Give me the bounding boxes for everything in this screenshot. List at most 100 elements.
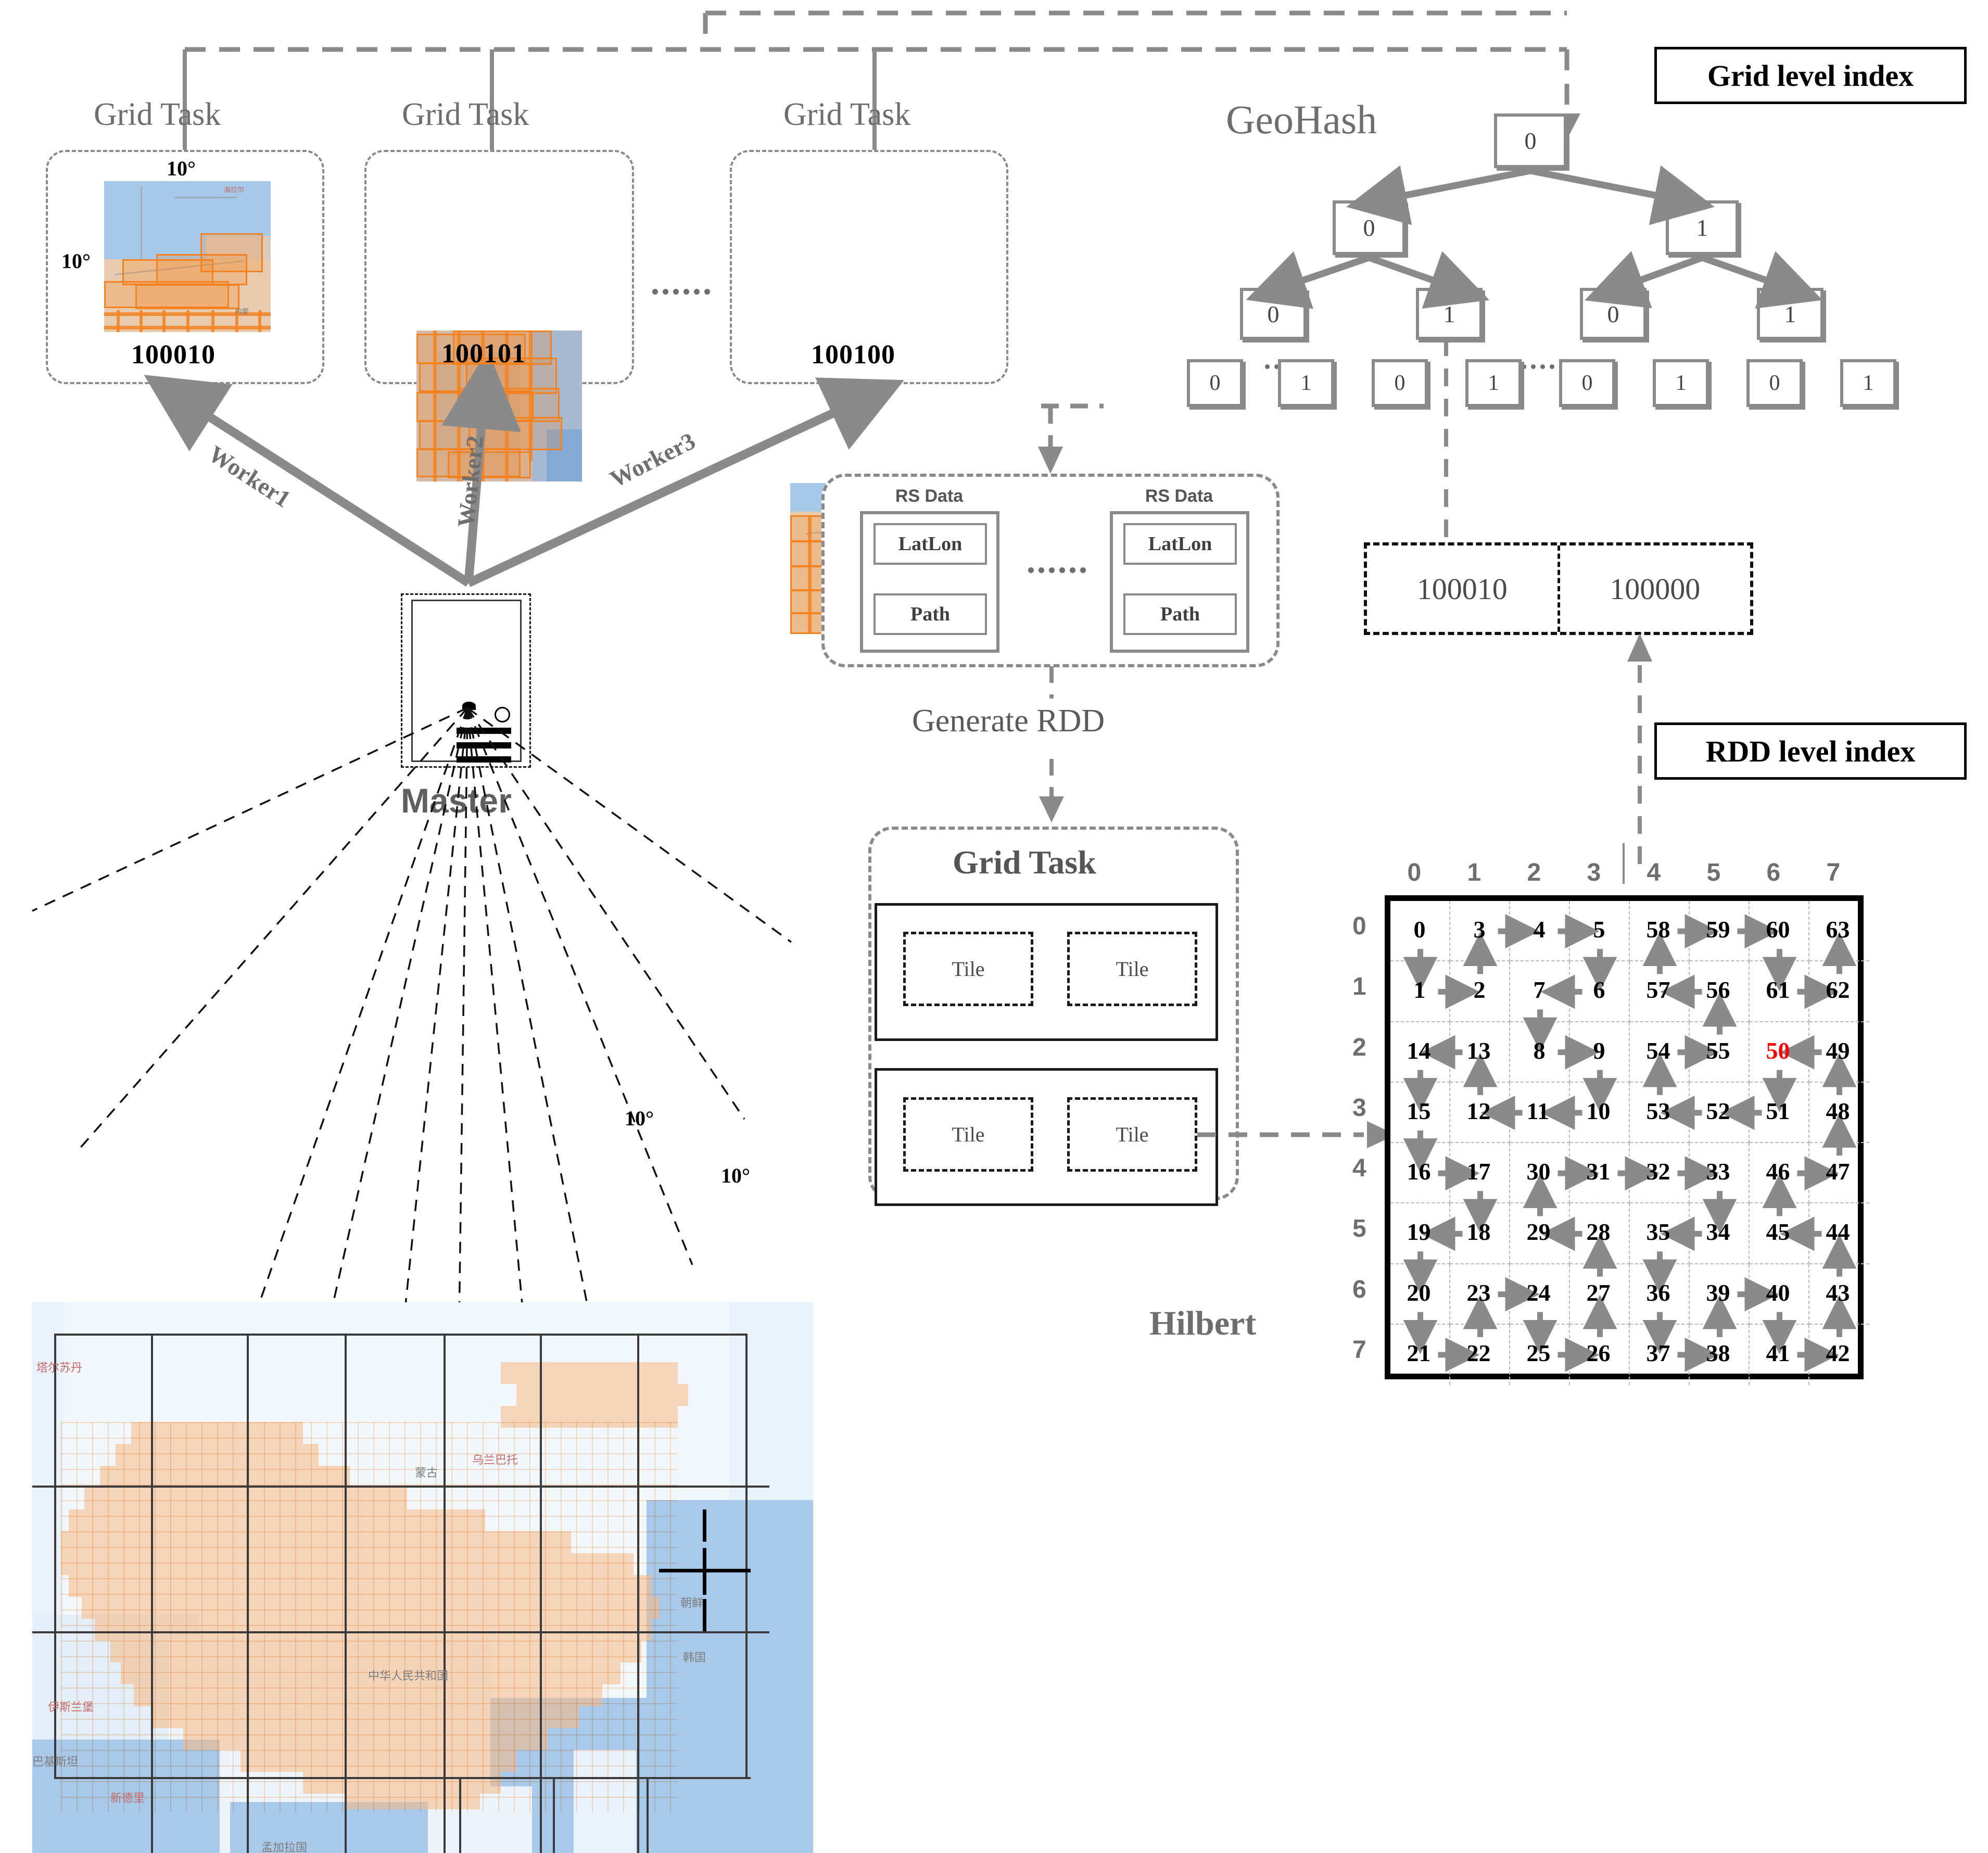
bit-3[interactable]: 1 (1465, 359, 1522, 407)
hilbert-cell[interactable] (1690, 1203, 1750, 1264)
hilbert-cell-value: 31 (1586, 1158, 1611, 1185)
map-scale-vertical-tick-2 (703, 1599, 706, 1631)
rs-data-path-left[interactable]: Path (873, 593, 987, 635)
map-place-label: 蒙古 (415, 1466, 438, 1479)
hilbert-cell[interactable] (1690, 1022, 1750, 1083)
map-place-label: 乌兰巴托 (472, 1453, 518, 1466)
map-place-label: 韩国 (683, 1651, 706, 1664)
bottom-grid-task-title: Grid Task (953, 844, 1096, 881)
map-deg-vertical: 10° (721, 1164, 750, 1187)
hilbert-cell-value: 7 (1533, 976, 1546, 1004)
geohash-node-l2-1[interactable]: 1 (1666, 200, 1739, 255)
hilbert-cell-value: 25 (1526, 1339, 1551, 1366)
hilbert-cell[interactable] (1450, 1203, 1510, 1264)
hilbert-col-header: 4 (1647, 859, 1661, 886)
hilbert-cell-value: 57 (1646, 976, 1670, 1004)
hilbert-cell[interactable] (1570, 961, 1630, 1022)
hilbert-cell[interactable] (1750, 1082, 1809, 1143)
hilbert-cell[interactable] (1809, 961, 1869, 1022)
grid-level-index-box: Grid level index (1654, 47, 1967, 104)
hilbert-cell-value: 27 (1586, 1279, 1611, 1306)
hilbert-cell-value: 19 (1407, 1219, 1431, 1246)
hilbert-cell-value: 26 (1586, 1339, 1611, 1366)
geohash-node-l3-3[interactable]: 1 (1757, 288, 1824, 340)
hilbert-col-header: 3 (1587, 859, 1601, 886)
hilbert-cell-value: 60 (1766, 916, 1790, 943)
geohash-node-l3-0[interactable]: 0 (1240, 288, 1307, 340)
tile-2-2[interactable]: Tile (1067, 1097, 1197, 1172)
map-place-label: 孟加拉国 (261, 1841, 308, 1853)
tile-2-1[interactable]: Tile (903, 1097, 1033, 1172)
hilbert-cell[interactable] (1450, 1324, 1510, 1385)
hilbert-cell-value: 11 (1526, 1097, 1549, 1124)
geohash-node-l3-2[interactable]: 0 (1580, 288, 1647, 340)
hilbert-cell-value: 22 (1466, 1339, 1491, 1366)
hilbert-row-header: 7 (1352, 1336, 1366, 1364)
hilbert-cell-value: 16 (1407, 1158, 1431, 1185)
hilbert-cell-value: 3 (1473, 916, 1486, 943)
grid-task-1-title: Grid Task (94, 97, 221, 132)
geohash-node-l2-0[interactable]: 0 (1333, 200, 1405, 255)
hilbert-cell[interactable] (1450, 961, 1510, 1022)
grid-task-1-deg-left: 10° (61, 249, 91, 273)
bit-6[interactable]: 0 (1746, 359, 1803, 407)
hilbert-cell-value: 20 (1407, 1279, 1431, 1306)
hilbert-cell[interactable] (1570, 1082, 1630, 1143)
hilbert-row-header: 5 (1352, 1215, 1366, 1243)
hilbert-cell-value: 62 (1826, 976, 1850, 1004)
hilbert-cell-value: 44 (1826, 1219, 1850, 1246)
master-label: Master (401, 781, 512, 820)
hilbert-cell-value: 8 (1533, 1037, 1546, 1064)
hilbert-cell-value: 61 (1766, 976, 1790, 1004)
rdd-level-index-box: RDD level index (1654, 722, 1967, 780)
rs-data-path-right[interactable]: Path (1123, 593, 1237, 635)
hilbert-row-header: 2 (1352, 1033, 1366, 1061)
bit-5[interactable]: 1 (1653, 359, 1709, 407)
hilbert-cell-value: 17 (1466, 1158, 1491, 1185)
bit-1[interactable]: 1 (1278, 359, 1334, 407)
bit-2[interactable]: 0 (1372, 359, 1428, 407)
hilbert-cell-value: 29 (1526, 1219, 1551, 1246)
master-server-box[interactable] (411, 600, 522, 762)
rdd-index-cell-1: 100000 (1610, 572, 1701, 606)
rs-data-latlon-right[interactable]: LatLon (1123, 523, 1237, 565)
hilbert-cell[interactable] (1570, 1324, 1630, 1385)
rs-data-latlon-left[interactable]: LatLon (873, 523, 987, 565)
hilbert-cell-value: 46 (1766, 1158, 1790, 1185)
bit-7[interactable]: 1 (1840, 359, 1896, 407)
bit-4[interactable]: 0 (1559, 359, 1615, 407)
hilbert-cell-value: 23 (1466, 1279, 1491, 1306)
rdd-index-box[interactable]: 100010 100000 (1364, 542, 1753, 635)
hilbert-col-header: 6 (1766, 859, 1781, 886)
geohash-node-root[interactable]: 0 (1494, 113, 1567, 168)
hilbert-cell-value: 63 (1826, 916, 1850, 943)
rs-data-title-right: RS Data (1145, 486, 1213, 506)
hilbert-cell[interactable] (1809, 1143, 1869, 1204)
geohash-node-l3-1[interactable]: 1 (1416, 288, 1483, 340)
geohash-label: GeoHash (1226, 97, 1377, 142)
rs-data-inbound-arrow (1038, 405, 1063, 474)
hilbert-cell-value: 48 (1826, 1097, 1850, 1124)
hilbert-cell[interactable] (1690, 1324, 1750, 1385)
generate-rdd-label: Generate RDD (912, 703, 1105, 739)
world-map[interactable]: 塔尔苏丹蒙古乌兰巴托中华人民共和国朝鲜韩国伊斯兰堡新德里巴基斯坦印度孟加拉国缅甸… (32, 1302, 813, 1853)
tile-1-1[interactable]: Tile (903, 932, 1033, 1006)
hilbert-row-header: 3 (1352, 1094, 1366, 1122)
hilbert-col-header: 7 (1826, 859, 1841, 886)
map-place-label: 中华人民共和国 (368, 1669, 449, 1682)
bit-0[interactable]: 0 (1187, 359, 1243, 407)
hilbert-cell-value: 38 (1706, 1339, 1730, 1366)
hilbert-cell-value: 24 (1526, 1279, 1551, 1306)
grid-task-3-title: Grid Task (783, 97, 911, 132)
hilbert-cell-value: 55 (1706, 1037, 1730, 1064)
hilbert-cell-value: 58 (1646, 916, 1670, 943)
hilbert-cell-value: 41 (1766, 1339, 1790, 1366)
grid-task-1-thumbnail: 海拉尔 内蒙 (104, 181, 271, 332)
map-scale-cross-h (682, 1569, 729, 1572)
hilbert-cell-value: 33 (1706, 1158, 1730, 1185)
tile-1-2[interactable]: Tile (1067, 932, 1197, 1006)
worker-3-label: Worker3 (605, 427, 700, 493)
hilbert-row-header: 6 (1352, 1275, 1366, 1303)
hilbert-cell-value: 21 (1407, 1339, 1431, 1366)
